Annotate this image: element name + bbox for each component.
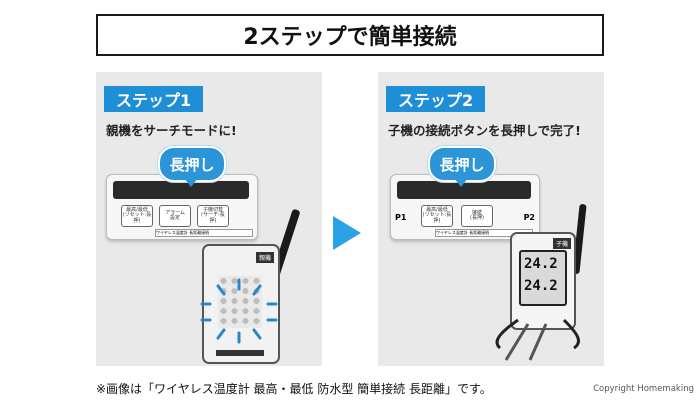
child-device-grill [218, 276, 262, 328]
footer-note: ※画像は「ワイヤレス温度計 最高・最低 防水型 簡単接続 長距離」です。 [96, 382, 492, 396]
copyright: Copyright Homemaking [593, 384, 694, 394]
child-device-footer [216, 350, 264, 356]
child-lcd: 24.2 24.2 [519, 250, 567, 306]
parent-btn-connect: 接続(長押) [461, 205, 493, 227]
step2-instruction: 子機の接続ボタンを長押しで完了! [388, 123, 581, 138]
parent-btn-search: 子機切替(サーチ:長押) [197, 205, 229, 227]
label-p1: P1 [395, 213, 407, 222]
step1-long-press-bubble: 長押し [158, 146, 226, 182]
page-title: 2ステップで簡単接続 [96, 14, 604, 56]
step2-long-press-bubble: 長押し [428, 146, 496, 182]
parent-device: 最高/最低(リセット:長押) アラーム設定 子機切替(サーチ:長押) ワイヤレス… [106, 174, 258, 240]
step1-bubble-tail [184, 178, 198, 187]
child-device-step2: 子機 24.2 24.2 [510, 232, 576, 330]
parent-device-screen-step2 [397, 181, 531, 199]
child-device-tag: 親機 [255, 252, 274, 263]
lcd-reading-bottom: 24.2 [524, 278, 558, 294]
child-device: 親機 [202, 244, 280, 364]
parent-btn-maxmin: 最高/最低(リセット:長押) [121, 205, 153, 227]
step2-badge: ステップ2 [386, 86, 486, 112]
step2-panel: ステップ2 子機の接続ボタンを長押しで完了! 最高/最低(リセット:長押) 接続… [378, 72, 604, 366]
parent-device-screen [113, 181, 249, 199]
step1-instruction: 親機をサーチモードに! [106, 123, 237, 138]
parent-btn-alarm: アラーム設定 [159, 205, 191, 227]
page-title-text: 2ステップで簡単接続 [243, 25, 457, 50]
label-p2: P2 [523, 213, 535, 222]
child-device-tag-step2: 子機 [552, 238, 571, 249]
lcd-reading-top: 24.2 [524, 256, 558, 272]
parent-btn-maxmin-step2: 最高/最低(リセット:長押) [421, 205, 453, 227]
next-step-arrow-icon [333, 216, 361, 250]
parent-device-strip: ワイヤレス温度計 長距離接続 [155, 229, 253, 237]
step1-panel: ステップ1 親機をサーチモードに! 最高/最低(リセット:長押) アラーム設定 … [96, 72, 322, 366]
step2-bubble-tail [454, 178, 468, 187]
step1-badge: ステップ1 [104, 86, 204, 112]
